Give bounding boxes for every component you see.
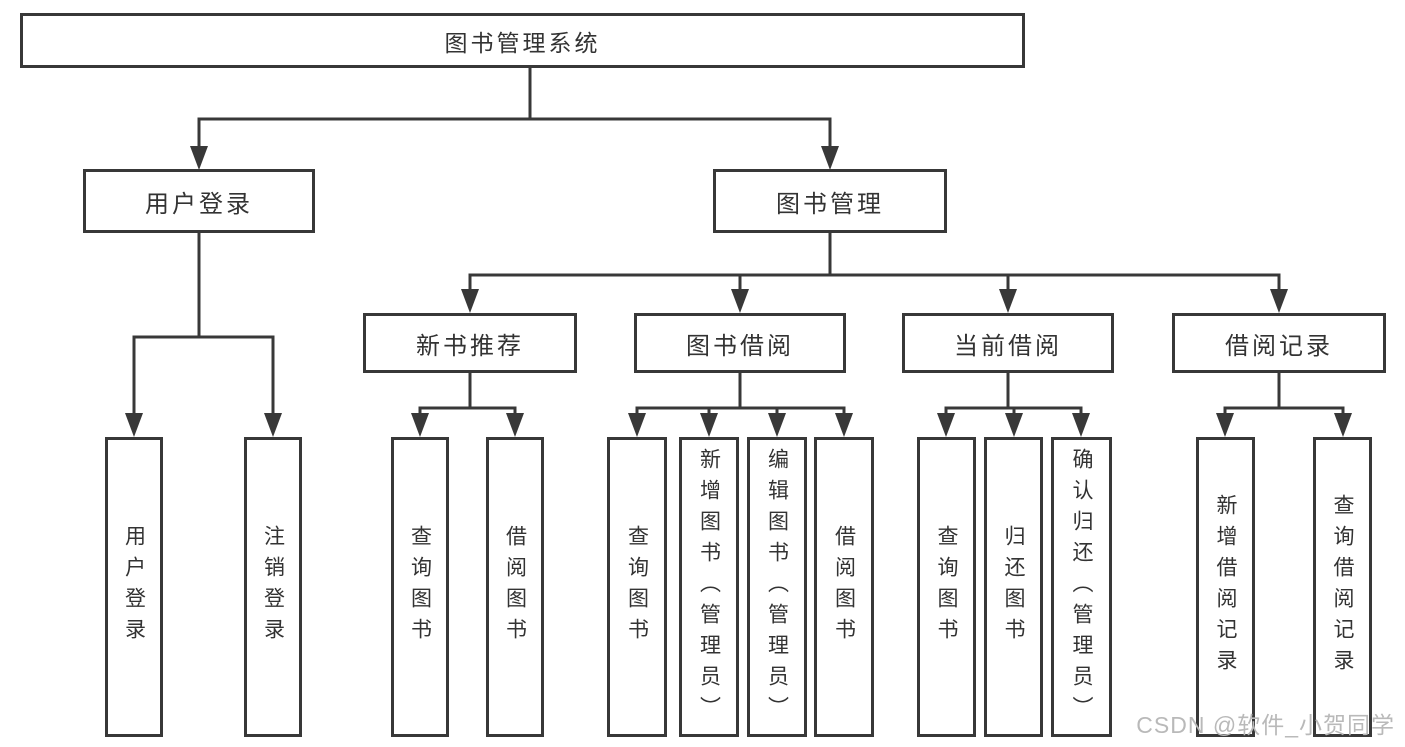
arrowhead-leaf-borrow-1 bbox=[506, 413, 524, 437]
edge-recommend-branch bbox=[418, 406, 517, 416]
leaf-add-book-admin-label: 新增图书（管理员） bbox=[697, 447, 721, 727]
connector-strokes bbox=[132, 68, 1345, 416]
leaf-query-books-current-label: 查询图书 bbox=[935, 525, 958, 649]
leaf-query-books-borrow-label: 查询图书 bbox=[625, 525, 649, 649]
leaf-return-books: 归还图书 bbox=[984, 437, 1043, 737]
leaf-borrow-books-label: 借阅图书 bbox=[832, 525, 856, 649]
arrowhead-leaf-confirm-return bbox=[1072, 413, 1090, 437]
leaf-query-books-current: 查询图书 bbox=[917, 437, 976, 737]
watermark-text: CSDN @软件_小贺同学 bbox=[1136, 712, 1395, 738]
arrowhead-leaf-query-2 bbox=[628, 413, 646, 437]
arrowhead-leaf-edit-book bbox=[768, 413, 786, 437]
node-root-system: 图书管理系统 bbox=[20, 13, 1025, 68]
node-user-login: 用户登录 bbox=[83, 169, 315, 233]
leaf-return-books-label: 归还图书 bbox=[1002, 525, 1025, 649]
node-borrow-record-label: 借阅记录 bbox=[1225, 332, 1333, 360]
node-book-management-label: 图书管理 bbox=[776, 190, 884, 218]
arrowhead-leaf-query-record bbox=[1334, 413, 1352, 437]
arrowhead-leaf-borrow-2 bbox=[835, 413, 853, 437]
leaf-edit-book-admin-label: 编辑图书（管理员） bbox=[765, 447, 789, 727]
node-book-management: 图书管理 bbox=[713, 169, 947, 233]
edge-root-branch bbox=[197, 117, 832, 146]
arrowhead-leaf-add-record bbox=[1216, 413, 1234, 437]
edge-record-branch bbox=[1223, 406, 1345, 416]
leaf-borrow-books: 借阅图书 bbox=[814, 437, 874, 737]
arrowhead-leaf-logout bbox=[264, 413, 282, 437]
arrowhead-leaf-return bbox=[1005, 413, 1023, 437]
arrowhead-leaf-query-1 bbox=[411, 413, 429, 437]
node-new-book-recommend: 新书推荐 bbox=[363, 313, 577, 373]
leaf-logout-label: 注销登录 bbox=[261, 525, 285, 649]
node-book-borrow: 图书借阅 bbox=[634, 313, 846, 373]
leaf-user-login-label: 用户登录 bbox=[122, 525, 146, 649]
leaf-borrow-books-recommend-label: 借阅图书 bbox=[503, 525, 527, 649]
edge-bookmgmt-branch bbox=[468, 273, 1281, 294]
node-current-borrow: 当前借阅 bbox=[902, 313, 1114, 373]
node-book-borrow-label: 图书借阅 bbox=[686, 332, 794, 360]
arrowhead-leaf-login bbox=[125, 413, 143, 437]
arrowhead-userlogin bbox=[190, 146, 208, 170]
node-root-label: 图书管理系统 bbox=[444, 29, 601, 56]
arrowhead-recommend bbox=[461, 289, 479, 313]
arrowheads bbox=[125, 146, 1352, 437]
leaf-user-login: 用户登录 bbox=[105, 437, 163, 737]
node-current-borrow-label: 当前借阅 bbox=[954, 332, 1062, 360]
arrowhead-borrow bbox=[731, 289, 749, 313]
arrowhead-leaf-add-book bbox=[700, 413, 718, 437]
leaf-logout: 注销登录 bbox=[244, 437, 302, 737]
leaf-add-borrow-record: 新增借阅记录 bbox=[1196, 437, 1255, 737]
node-new-book-recommend-label: 新书推荐 bbox=[416, 332, 524, 360]
leaf-confirm-return-admin-label: 确认归还（管理员） bbox=[1070, 447, 1093, 727]
arrowhead-current bbox=[999, 289, 1017, 313]
edge-userlogin-branch bbox=[132, 335, 275, 415]
leaf-add-book-admin: 新增图书（管理员） bbox=[679, 437, 739, 737]
node-user-login-label: 用户登录 bbox=[145, 190, 253, 218]
edge-borrow-branch bbox=[635, 406, 846, 416]
arrowhead-record bbox=[1270, 289, 1288, 313]
leaf-add-borrow-record-label: 新增借阅记录 bbox=[1214, 494, 1237, 680]
leaf-confirm-return-admin: 确认归还（管理员） bbox=[1051, 437, 1112, 737]
node-borrow-record: 借阅记录 bbox=[1172, 313, 1386, 373]
leaf-query-books-borrow: 查询图书 bbox=[607, 437, 667, 737]
leaf-borrow-books-recommend: 借阅图书 bbox=[486, 437, 544, 737]
arrowhead-bookmgmt bbox=[821, 146, 839, 170]
leaf-edit-book-admin: 编辑图书（管理员） bbox=[747, 437, 807, 737]
leaf-query-books-recommend-label: 查询图书 bbox=[408, 525, 432, 649]
leaf-query-borrow-record-label: 查询借阅记录 bbox=[1331, 494, 1354, 680]
leaf-query-borrow-record: 查询借阅记录 bbox=[1313, 437, 1372, 737]
arrowhead-leaf-query-3 bbox=[937, 413, 955, 437]
leaf-query-books-recommend: 查询图书 bbox=[391, 437, 449, 737]
